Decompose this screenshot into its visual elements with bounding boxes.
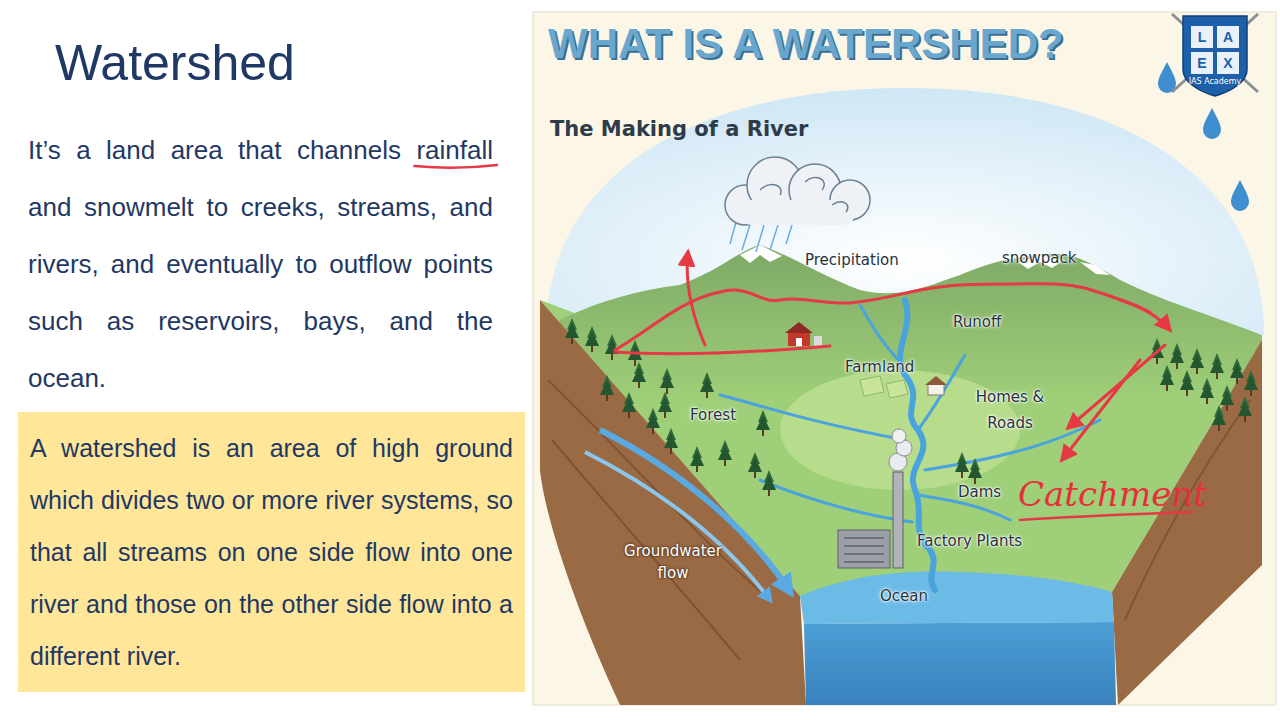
picture-label: Precipitation bbox=[805, 251, 899, 269]
groundwater-arrows bbox=[585, 430, 790, 600]
red-underline bbox=[414, 165, 497, 168]
picture-label: Dams bbox=[958, 483, 1001, 501]
logo-letter: E bbox=[1191, 52, 1213, 74]
picture-label: Groundwater flow bbox=[618, 540, 728, 584]
picture-label: snowpack bbox=[1002, 249, 1076, 267]
picture-label: Homes & Roads bbox=[962, 384, 1058, 436]
slide-title: Watershed bbox=[55, 34, 295, 92]
rivers bbox=[720, 300, 1100, 590]
soil-faces bbox=[540, 300, 1262, 705]
logo-letter: X bbox=[1217, 52, 1239, 74]
academy-logo bbox=[1172, 14, 1258, 96]
definition-text: It’s a land area that channels rainfall … bbox=[28, 122, 493, 407]
factory bbox=[838, 429, 912, 568]
farm-and-homes bbox=[785, 322, 947, 395]
box-text: A watershed is an area of high ground wh… bbox=[30, 422, 513, 682]
picture-label: Ocean bbox=[880, 587, 928, 605]
picture-label: Forest bbox=[690, 406, 736, 424]
water-drops bbox=[1158, 62, 1249, 211]
logo-caption: IAS Academy bbox=[1183, 77, 1247, 86]
handwritten-note: Catchment bbox=[1018, 474, 1207, 514]
definition-box: A watershed is an area of high ground wh… bbox=[18, 412, 525, 692]
cloud-and-rain bbox=[725, 157, 870, 252]
picture-label: Runoff bbox=[953, 313, 1001, 331]
logo-letter: L bbox=[1191, 26, 1213, 48]
ocean bbox=[800, 572, 1116, 705]
picture-label: Farmland bbox=[845, 358, 914, 376]
poster-subheading: The Making of a River bbox=[550, 117, 808, 141]
picture-panel bbox=[533, 12, 1276, 705]
poster-heading: WHAT IS A WATERSHED? bbox=[548, 20, 1064, 68]
logo-letter: A bbox=[1217, 26, 1239, 48]
picture-label: Factory Plants bbox=[917, 532, 1022, 550]
